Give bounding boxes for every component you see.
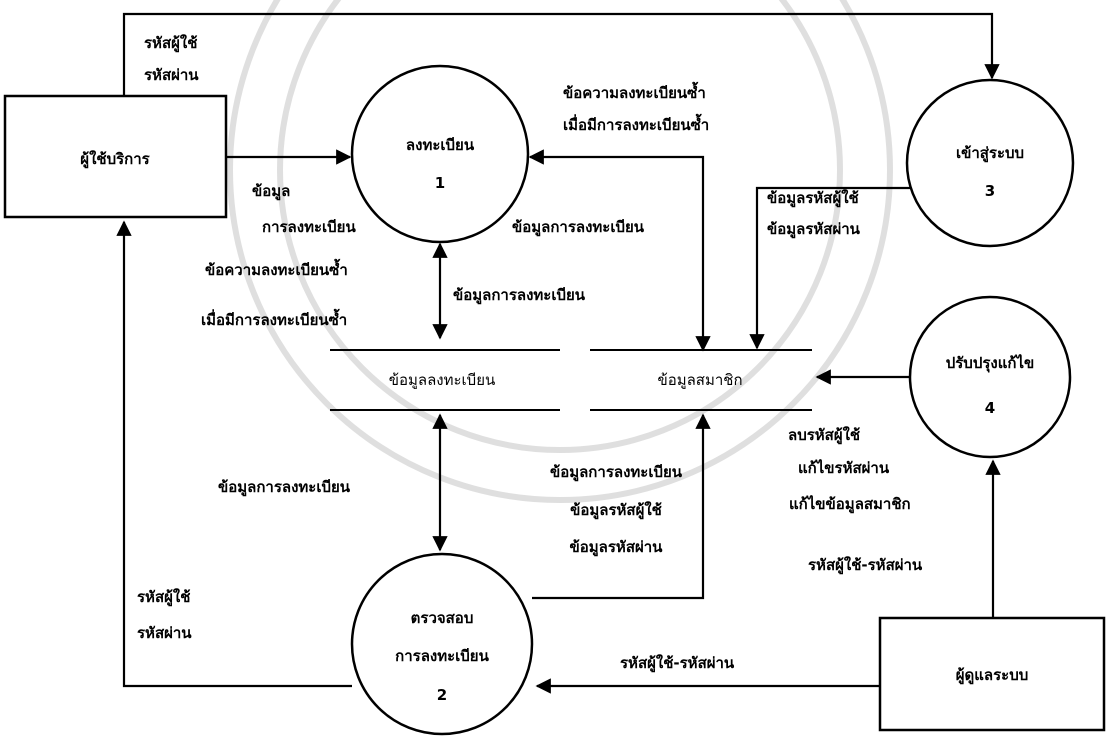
flow-verify-to-member [532, 413, 711, 600]
flow-label: ข้อมูลการลงทะเบียน [453, 286, 586, 305]
process-2-number: 2 [437, 686, 447, 704]
entity-user-label: ผู้ใช้บริการ [80, 150, 150, 169]
flow-label: ข้อมูลรหัสผู้ใช้ [767, 189, 859, 208]
process-4-number: 4 [985, 399, 995, 417]
flow-user-to-login [122, 12, 1000, 96]
flow-label: ข้อมูลรหัสผ่าน [570, 538, 664, 557]
datastore-member: ข้อมูลสมาชิก [590, 349, 812, 411]
flow-label: ข้อมูลรหัสผู้ใช้ [570, 501, 662, 520]
flow-label: รหัสผ่าน [137, 624, 192, 642]
process-3-login: เข้าสู่ระบบ 3 [905, 78, 1075, 248]
process-4-name: ปรับปรุงแก้ไข [946, 353, 1035, 373]
process-1-number: 1 [435, 174, 445, 192]
flow-login-to-member [749, 186, 910, 350]
flow-label: ลบรหัสผู้ใช้ [788, 426, 860, 445]
datastore-registration-label: ข้อมูลลงทะเบียน [389, 371, 496, 389]
flow-label: ข้อมูลการลงทะเบียน [512, 218, 645, 237]
flow-label: แก้ไขรหัสผ่าน [798, 458, 890, 477]
entity-admin-label: ผู้ดูแลระบบ [956, 666, 1029, 685]
process-2-verify: ตรวจสอบ การลงทะเบียน 2 [350, 552, 534, 736]
flow-label: เมื่อมีการลงทะเบียนซ้ำ [563, 113, 709, 134]
flow-member-to-register [528, 149, 711, 352]
entity-user: ผู้ใช้บริการ [3, 94, 228, 219]
flow-label: ข้อมูลรหัสผ่าน [767, 220, 861, 239]
flow-label: ข้อมูลการลงทะเบียน [218, 478, 351, 497]
flow-label: ข้อความลงทะเบียนซ้ำ [563, 81, 706, 102]
flow-label: ข้อมูลการลงทะเบียน [550, 463, 683, 482]
process-3-name: เข้าสู่ระบบ [956, 144, 1024, 163]
datastore-registration: ข้อมูลลงทะเบียน [330, 349, 560, 411]
flow-label: รหัสผู้ใช้ [137, 588, 190, 607]
process-2-name-line1: ตรวจสอบ [411, 609, 474, 627]
flow-label: ข้อความลงทะเบียนซ้ำ [205, 258, 348, 279]
entity-admin: ผู้ดูแลระบบ [878, 616, 1106, 732]
watermark-seal [227, 0, 893, 503]
process-1-name: ลงทะเบียน [406, 136, 475, 154]
process-1-register: ลงทะเบียน 1 [350, 64, 530, 244]
flow-label: รหัสผ่าน [144, 66, 199, 84]
flow-label: แก้ไขข้อมูลสมาชิก [789, 494, 911, 514]
process-2-name-line2: การลงทะเบียน [395, 647, 489, 665]
flow-label: รหัสผู้ใช้-รหัสผ่าน [808, 556, 923, 575]
flow-label: รหัสผู้ใช้ [144, 34, 197, 53]
flow-label: ข้อมูล [252, 182, 290, 201]
process-4-update: ปรับปรุงแก้ไข 4 [908, 295, 1072, 459]
flow-label: รหัสผู้ใช้-รหัสผ่าน [620, 654, 735, 673]
datastore-member-label: ข้อมูลสมาชิก [657, 371, 742, 389]
process-3-number: 3 [985, 182, 995, 200]
flow-verify-to-user [116, 220, 352, 688]
flow-label: เมื่อมีการลงทะเบียนซ้ำ [201, 308, 347, 329]
flow-label: การลงทะเบียน [262, 218, 356, 236]
